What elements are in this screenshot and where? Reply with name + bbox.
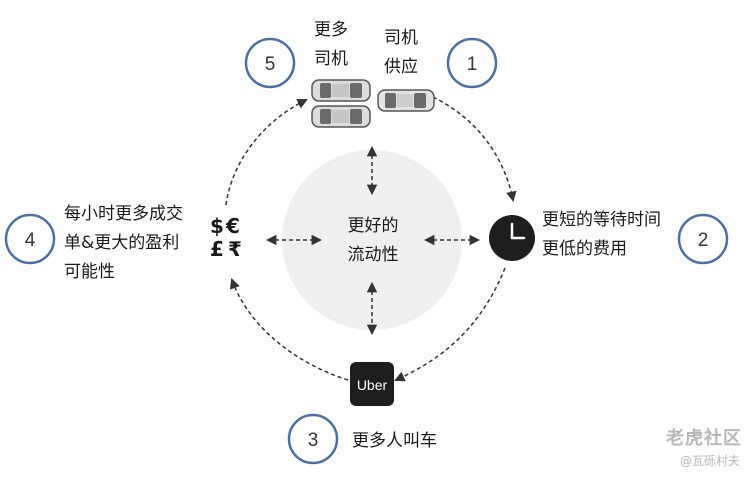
- dollar-sign: $: [210, 214, 224, 238]
- arrow-profit-to-drivers: [225, 98, 308, 206]
- step-1: 1: [446, 37, 498, 89]
- step-3-number: 3: [308, 430, 319, 451]
- arrow-requests-to-profit: [229, 278, 349, 381]
- label-more-profit: 每小时更多成交 单&更大的盈利 可能性: [64, 204, 183, 282]
- uber-logo-text: Uber: [357, 377, 388, 393]
- label-better-liquidity: 更好的 流动性: [347, 216, 399, 265]
- euro-sign: €: [225, 214, 240, 238]
- label-more-drivers: 更多 司机: [314, 20, 348, 69]
- step-1-number: 1: [467, 54, 478, 75]
- step-4: 4: [4, 213, 56, 265]
- watermark-main: 老虎社区: [666, 428, 742, 449]
- clock-icon: [489, 215, 535, 261]
- watermark-sub: @瓦砾村夫: [679, 454, 740, 468]
- uber-logo-icon: Uber: [350, 362, 394, 406]
- rupee-sign: ₹: [228, 237, 242, 261]
- currency-icon: $ € £ ₹: [210, 214, 242, 261]
- arrow-wait-to-requests: [394, 267, 506, 382]
- step-5-number: 5: [265, 54, 276, 75]
- step-2-number: 2: [698, 230, 709, 251]
- step-5: 5: [244, 37, 296, 89]
- label-shorter-wait: 更短的等待时间 更低的费用: [542, 210, 661, 259]
- car-icon: [311, 79, 435, 128]
- step-3: 3: [287, 413, 339, 465]
- center-disc: [282, 150, 462, 330]
- label-driver-supply: 司机 供应: [384, 28, 418, 77]
- arrow-supply-to-wait: [432, 96, 517, 203]
- label-more-requests: 更多人叫车: [352, 431, 437, 451]
- step-2: 2: [677, 213, 729, 265]
- step-4-number: 4: [25, 230, 36, 251]
- pound-sign: £: [210, 237, 224, 261]
